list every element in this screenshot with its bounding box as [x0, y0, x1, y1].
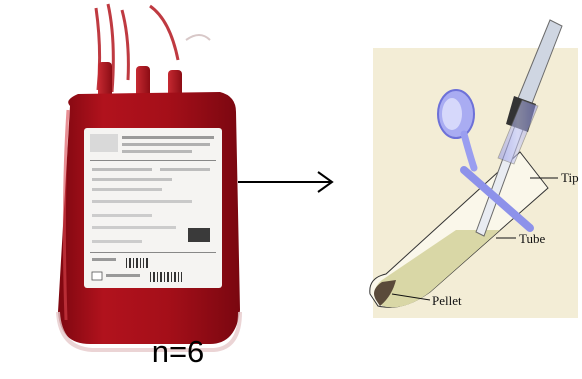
- tube-label: Tube: [519, 231, 545, 246]
- sample-count-label: n=6: [118, 334, 238, 370]
- blood-bag: [58, 4, 240, 350]
- bag-label: [84, 128, 222, 288]
- pellet-label: Pellet: [432, 293, 462, 308]
- tube-illustration: Tip Tube Pellet: [370, 20, 579, 318]
- tip-label: Tip: [561, 170, 579, 185]
- process-arrow: [238, 172, 332, 192]
